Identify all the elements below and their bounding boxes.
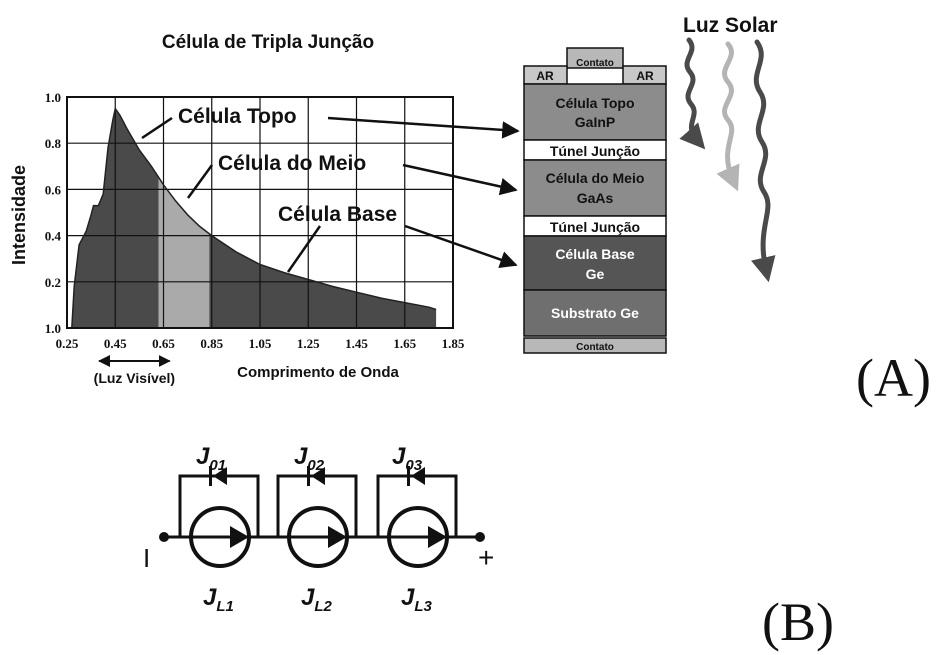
x-tick-label: 1.65 — [393, 336, 416, 351]
panel-label-a: (A) — [856, 348, 931, 408]
layer-celula-base — [523, 235, 667, 291]
y-tick-label: 0.8 — [45, 136, 62, 151]
arrow-meio — [402, 163, 518, 196]
current-source-3-arrow — [428, 526, 447, 548]
callout-celula-meio: Célula do Meio — [218, 152, 366, 175]
terminal-minus-dot — [159, 532, 169, 542]
callout-celula-topo: Célula Topo — [178, 105, 297, 128]
diode-label-3-sub: 03 — [405, 457, 422, 474]
callout-celula-base: Célula Base — [278, 203, 397, 226]
callout-leader-lines — [141, 116, 322, 273]
sunlight-ray-2 — [716, 41, 740, 192]
sunlight-label: Luz Solar — [683, 14, 778, 37]
diode-3-symbol — [411, 467, 425, 485]
layer-tunel-juncao-2-label: Túnel Junção — [550, 219, 640, 235]
x-tick-label: 0.25 — [56, 336, 79, 351]
diode-label-2-main: J — [294, 443, 308, 470]
plot-frame — [66, 96, 454, 329]
x-tick-label: 1.45 — [345, 336, 368, 351]
layer-substrato-ge — [523, 289, 667, 337]
leader-topo — [141, 116, 173, 140]
spectrum-chart: 0.25 0.45 0.65 0.85 1.05 1.25 1.45 1.65 1.85 1.0 0… — [45, 90, 465, 351]
ar-coating-right-label: AR — [636, 69, 654, 83]
x-tick-label: 0.45 — [104, 336, 127, 351]
diode-label-1-main: J — [196, 443, 210, 470]
x-tick-label: 1.05 — [249, 336, 272, 351]
layer-celula-base-line2: Ge — [586, 266, 605, 282]
y-tick-label: 1.0 — [45, 321, 61, 336]
diode-label-1-sub: 01 — [209, 457, 226, 474]
spectrum-outline — [71, 106, 437, 329]
layer-celula-topo-line2: GaInP — [575, 114, 615, 130]
arrow-base — [404, 224, 518, 269]
sunlight-rays — [679, 37, 776, 283]
layer-celula-topo-line1: Célula Topo — [555, 95, 634, 111]
y-axis-label: Intensidade — [9, 165, 29, 265]
visible-band-label: (Luz Visível) — [94, 370, 175, 386]
diode-label-2-sub: 02 — [307, 457, 324, 474]
source-label-1-main: J — [203, 584, 217, 611]
y-tick-label: 0.2 — [45, 275, 61, 290]
diode-2-bar — [307, 466, 310, 486]
layer-celula-meio-line1: Célula do Meio — [546, 170, 645, 186]
cell-stack: Contato AR AR Célula Topo GaInP Túnel Ju… — [523, 47, 667, 354]
layer-celula-meio-line2: GaAs — [577, 190, 614, 206]
terminal-minus-label: I — [143, 543, 150, 573]
top-contact-label: Contato — [576, 58, 614, 69]
layer-celula-topo — [523, 83, 667, 141]
leader-meio — [186, 164, 214, 199]
panel-label-b: (B) — [762, 592, 834, 652]
x-tick-label: 1.85 — [442, 336, 465, 351]
terminal-plus-label: + — [478, 542, 494, 573]
current-source-2-arrow — [328, 526, 347, 548]
source-label-2: JL2 — [301, 584, 333, 615]
sunlight-ray-1 — [679, 37, 706, 150]
callout-arrows — [327, 116, 520, 269]
source-label-3: JL3 — [401, 584, 433, 615]
leader-base — [286, 225, 322, 273]
y-tick-label: 1.0 — [45, 90, 61, 105]
y-tick-label: 0.6 — [45, 182, 62, 197]
ar-coating-left-label: AR — [536, 69, 554, 83]
circuit-symbols — [159, 466, 485, 548]
equivalent-circuit — [164, 474, 480, 568]
source-label-3-sub: L3 — [414, 598, 432, 615]
layer-tunel-juncao-1-label: Túnel Junção — [550, 143, 640, 159]
diode-label-1: J01 — [196, 443, 226, 474]
x-axis-label: Comprimento de Onda — [237, 364, 399, 381]
source-label-3-main: J — [401, 584, 415, 611]
diode-3-bar — [407, 466, 410, 486]
spectrum-region-3 — [209, 233, 437, 328]
sunlight-ray-3 — [751, 39, 776, 283]
diode-1-bar — [209, 466, 212, 486]
x-tick-label: 0.85 — [200, 336, 223, 351]
source-label-1: JL1 — [203, 584, 234, 615]
top-contact — [566, 47, 624, 69]
diode-2-symbol — [311, 467, 325, 485]
spectrum-region-2 — [158, 177, 210, 328]
diode-1-symbol — [213, 467, 227, 485]
chart-title: Célula de Tripla Junção — [162, 32, 374, 53]
layer-celula-meio — [523, 159, 667, 217]
terminal-plus-dot — [475, 532, 485, 542]
source-label-2-sub: L2 — [314, 598, 332, 615]
source-label-2-main: J — [301, 584, 315, 611]
layer-bottom-contact — [523, 337, 667, 354]
layer-celula-base-line1: Célula Base — [555, 246, 635, 262]
arrow-topo — [327, 116, 520, 139]
layer-substrato-ge-label: Substrato Ge — [551, 305, 639, 321]
x-tick-label: 0.65 — [152, 336, 175, 351]
diode-label-3-main: J — [392, 443, 406, 470]
current-source-1-arrow — [230, 526, 249, 548]
layer-bottom-contact-label: Contato — [576, 342, 614, 353]
diode-label-2: J02 — [294, 443, 325, 474]
source-label-1-sub: L1 — [216, 598, 234, 615]
diode-label-3: J03 — [392, 443, 423, 474]
y-tick-label: 0.4 — [45, 229, 62, 244]
x-tick-label: 1.25 — [297, 336, 320, 351]
